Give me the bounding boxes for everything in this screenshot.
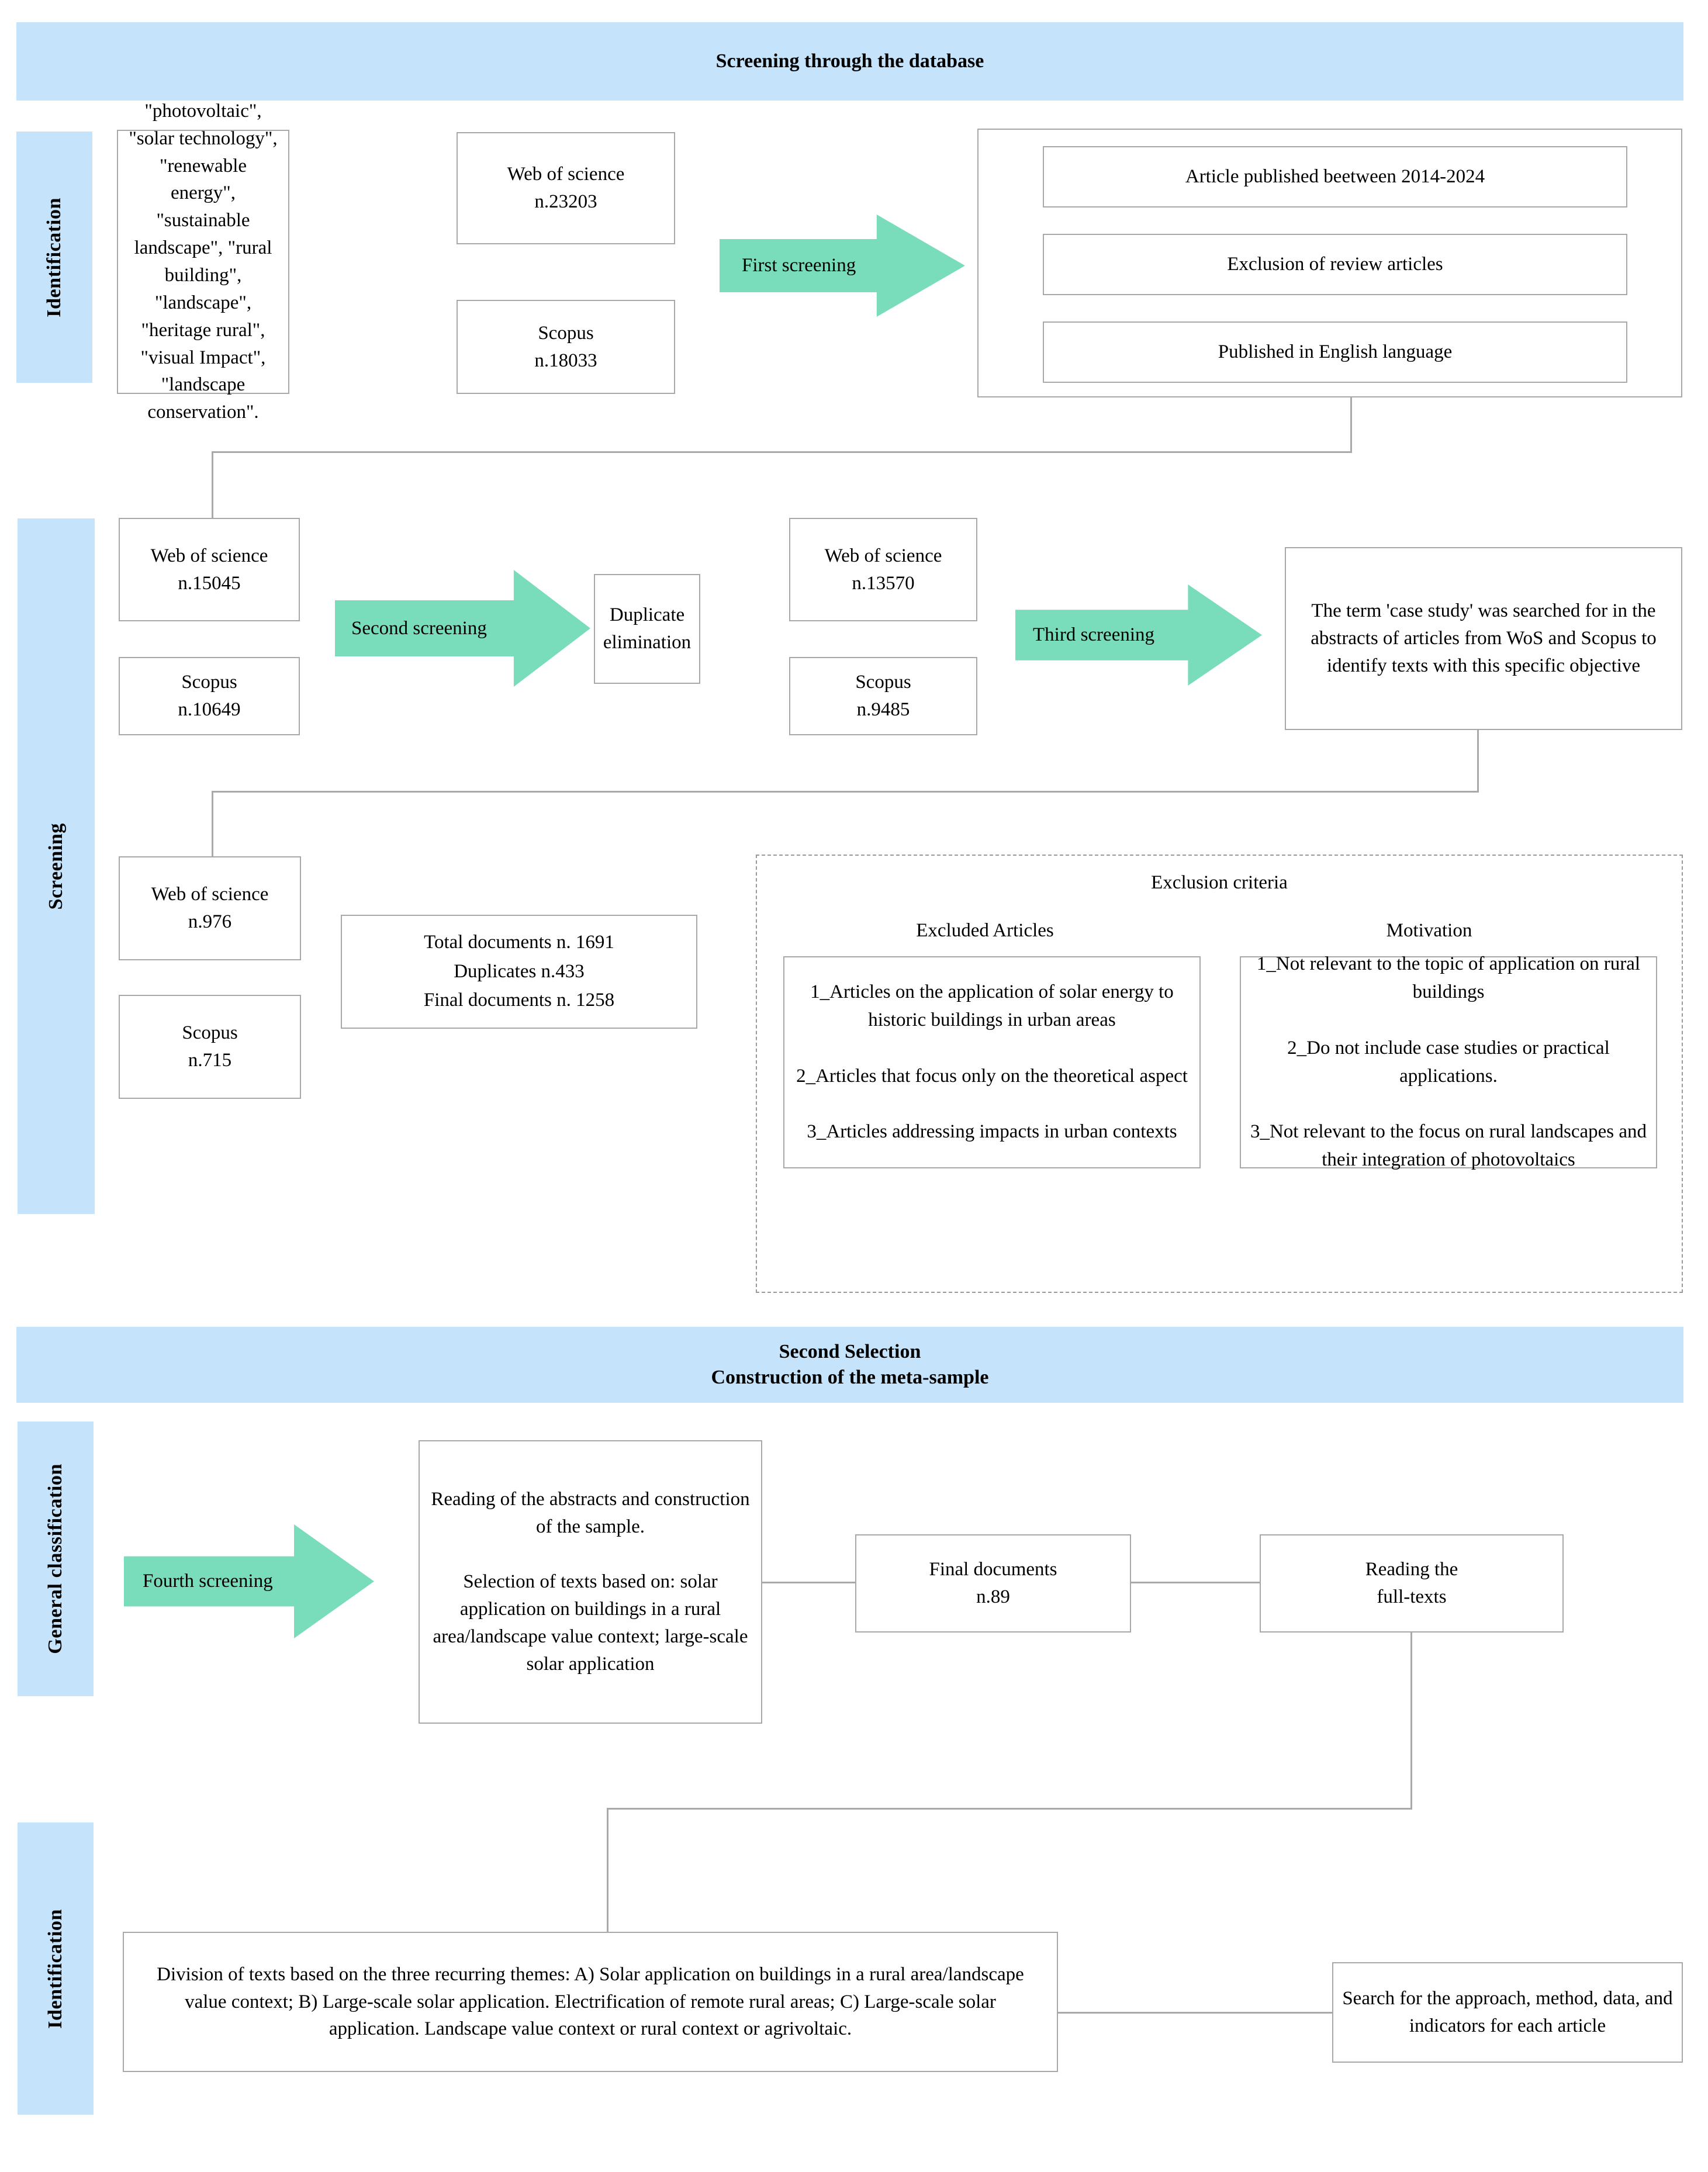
wos-15045-text: Web of science n.15045: [150, 545, 268, 594]
arrow-third-screening-label: Third screening: [1033, 624, 1155, 645]
connector-identification-down-1: [1350, 397, 1352, 453]
criteria-item-2-text: Published in English language: [1218, 341, 1453, 363]
band-second-selection-line2: Construction of the meta-sample: [711, 1367, 989, 1388]
connector-screening-down-2: [212, 791, 213, 856]
reading-abstracts-box: Reading of the abstracts and constructio…: [419, 1440, 762, 1724]
scopus-10649-text: Scopus n.10649: [178, 672, 241, 720]
criteria-item-2: Published in English language: [1043, 321, 1627, 383]
connector-screening-across: [212, 791, 1479, 793]
connector-final-to-reading-full: [1131, 1582, 1260, 1583]
band-second-selection-line1: Second Selection: [779, 1341, 921, 1363]
division-themes-text: Division of texts based on the three rec…: [157, 1963, 1024, 2040]
scopus-9485-text: Scopus n.9485: [855, 672, 911, 720]
band-screening-through-database: Screening through the database: [16, 22, 1683, 101]
stage-label-identification-bottom: Identification: [18, 1822, 94, 2115]
arrow-second-screening: Second screening: [335, 570, 590, 687]
duplicate-elimination-box: Duplicate elimination: [594, 574, 700, 684]
stage-label-identification-top: Identification: [16, 132, 92, 383]
arrow-fourth-screening-label: Fourth screening: [143, 1571, 273, 1592]
connector-reading-to-final: [762, 1582, 855, 1583]
reading-full-texts-text: Reading the full-texts: [1365, 1559, 1458, 1607]
division-themes-box: Division of texts based on the three rec…: [123, 1932, 1058, 2072]
connector-classification-across: [607, 1808, 1412, 1810]
arrow-first-screening-label: First screening: [742, 255, 856, 276]
final-documents-text: Final documents n.89: [929, 1559, 1057, 1607]
arrow-fourth-screening: Fourth screening: [124, 1524, 374, 1638]
search-approach-box: Search for the approach, method, data, a…: [1332, 1962, 1683, 2063]
reading-full-texts-box: Reading the full-texts: [1260, 1534, 1564, 1633]
band-second-selection: Second Selection Construction of the met…: [16, 1327, 1683, 1403]
connector-identification-down-2: [212, 451, 213, 518]
case-study-box: The term 'case study' was searched for i…: [1285, 547, 1682, 730]
scopus-715-text: Scopus n.715: [182, 1022, 238, 1071]
case-study-text: The term 'case study' was searched for i…: [1311, 600, 1657, 676]
scopus-initial-box: Scopus n.18033: [457, 300, 675, 394]
stage-label-identification-top-text: Identification: [43, 197, 65, 317]
criteria-item-1-text: Exclusion of review articles: [1227, 254, 1443, 275]
band-top-label: Screening through the database: [715, 50, 984, 72]
wos-13570-text: Web of science n.13570: [824, 545, 942, 594]
wos-15045-box: Web of science n.15045: [119, 518, 300, 621]
connector-classification-down-1: [1410, 1633, 1412, 1808]
connector-screening-down-1: [1477, 730, 1479, 791]
final-documents-box: Final documents n.89: [855, 1534, 1131, 1633]
totals-text: Total documents n. 1691 Duplicates n.433…: [423, 932, 615, 1011]
stage-label-identification-bottom-text: Identification: [44, 1908, 66, 2029]
arrow-second-screening-label: Second screening: [351, 617, 487, 639]
criteria-item-0: Article published beetween 2014-2024: [1043, 146, 1627, 207]
arrow-third-screening: Third screening: [1015, 584, 1262, 686]
connector-classification-down-2: [607, 1808, 608, 1932]
motivation-text: 1_Not relevant to the topic of applicati…: [1250, 953, 1647, 1171]
scopus-initial-text: Scopus n.18033: [534, 322, 597, 371]
totals-box: Total documents n. 1691 Duplicates n.433…: [341, 915, 697, 1029]
arrow-first-screening: First screening: [720, 215, 965, 317]
scopus-9485-box: Scopus n.9485: [789, 657, 977, 735]
criteria-item-1: Exclusion of review articles: [1043, 234, 1627, 295]
stage-label-screening-text: Screening: [45, 822, 67, 910]
connector-division-to-search: [1058, 2012, 1332, 2014]
stage-label-general-classification: General classification: [18, 1422, 94, 1696]
exclusion-criteria-title: Exclusion criteria: [1151, 872, 1288, 893]
stage-label-screening: Screening: [18, 518, 95, 1214]
connector-identification-across: [212, 451, 1352, 453]
wos-initial-text: Web of science n.23203: [507, 164, 625, 212]
criteria-item-0-text: Article published beetween 2014-2024: [1185, 166, 1485, 188]
reading-abstracts-text: Reading of the abstracts and constructio…: [431, 1489, 750, 1675]
motivation-title: Motivation: [1386, 920, 1472, 941]
keywords-text: "photovoltaic", "solar technology", "ren…: [129, 100, 278, 423]
excluded-articles-title: Excluded Articles: [916, 920, 1054, 941]
excluded-articles-box: 1_Articles on the application of solar e…: [783, 956, 1201, 1168]
scopus-10649-box: Scopus n.10649: [119, 657, 300, 735]
keywords-box: "photovoltaic", "solar technology", "ren…: [117, 101, 289, 423]
wos-976-text: Web of science n.976: [151, 884, 269, 932]
search-approach-text: Search for the approach, method, data, a…: [1342, 1988, 1673, 2036]
scopus-715-box: Scopus n.715: [119, 995, 301, 1099]
duplicate-elimination-text: Duplicate elimination: [603, 604, 692, 653]
stage-label-general-classification-text: General classification: [44, 1464, 66, 1654]
wos-initial-box: Web of science n.23203: [457, 132, 675, 244]
motivation-box: 1_Not relevant to the topic of applicati…: [1240, 953, 1657, 1170]
wos-976-box: Web of science n.976: [119, 856, 301, 960]
wos-13570-box: Web of science n.13570: [789, 518, 977, 621]
excluded-articles-text: 1_Articles on the application of solar e…: [796, 981, 1188, 1143]
